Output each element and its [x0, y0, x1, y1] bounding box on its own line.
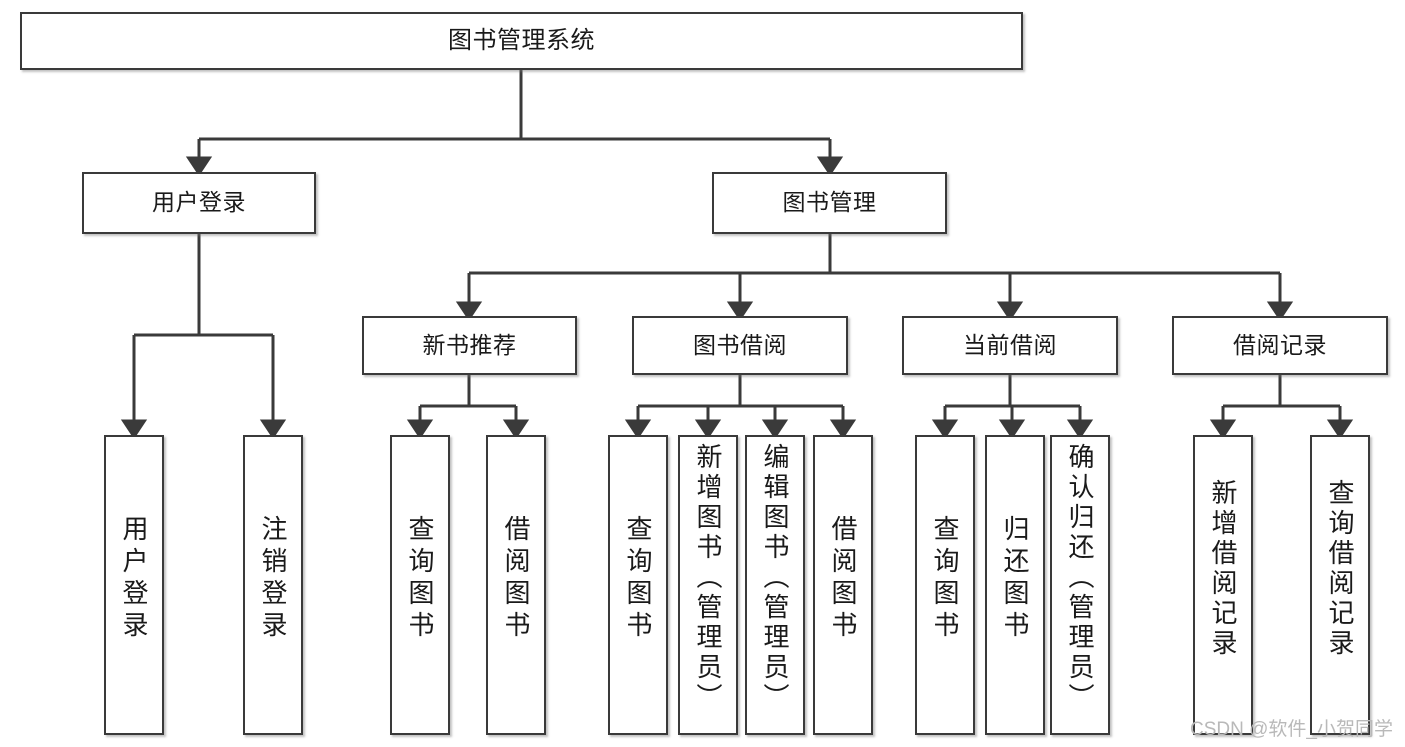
node-label: 借阅记录	[1233, 331, 1327, 358]
node-label: 新增借阅记录	[1208, 479, 1238, 659]
node-label: 查询图书	[623, 515, 653, 643]
node-book-manage[interactable]: 图书管理	[712, 172, 947, 234]
node-label: 借阅图书	[828, 515, 858, 643]
node-label: 用户登录	[119, 515, 149, 643]
node-leaf-edit-book-admin[interactable]: 编辑图书（管理员）	[745, 435, 805, 735]
node-label: 图书借阅	[693, 331, 787, 358]
node-leaf-add-book-admin[interactable]: 新增图书（管理员）	[678, 435, 738, 735]
node-leaf-query-book-borrow[interactable]: 查询图书	[608, 435, 668, 735]
node-label: 注销登录	[258, 515, 288, 643]
node-leaf-user-login[interactable]: 用户登录	[104, 435, 164, 735]
node-label: 查询图书	[405, 515, 435, 643]
node-label: 确认归还（管理员）	[1065, 443, 1095, 713]
node-leaf-confirm-return-admin[interactable]: 确认归还（管理员）	[1050, 435, 1110, 735]
node-label: 新增图书（管理员）	[693, 443, 723, 713]
node-new-book-recommend[interactable]: 新书推荐	[362, 316, 577, 375]
node-label: 查询借阅记录	[1325, 479, 1355, 659]
node-label: 查询图书	[930, 515, 960, 643]
node-leaf-query-book-current[interactable]: 查询图书	[915, 435, 975, 735]
node-leaf-query-book-recommend[interactable]: 查询图书	[390, 435, 450, 735]
node-label: 当前借阅	[963, 331, 1057, 358]
node-book-borrow[interactable]: 图书借阅	[632, 316, 848, 375]
node-label: 图书管理	[782, 189, 877, 216]
node-current-borrow[interactable]: 当前借阅	[902, 316, 1118, 375]
node-label: 编辑图书（管理员）	[760, 443, 790, 713]
node-label: 归还图书	[1000, 515, 1030, 643]
node-leaf-borrow-book-recommend[interactable]: 借阅图书	[486, 435, 546, 735]
node-leaf-return-book[interactable]: 归还图书	[985, 435, 1045, 735]
node-leaf-add-borrow-record[interactable]: 新增借阅记录	[1193, 435, 1253, 735]
node-root-book-management-system[interactable]: 图书管理系统	[20, 12, 1023, 70]
node-leaf-logout-login[interactable]: 注销登录	[243, 435, 303, 735]
node-label: 借阅图书	[501, 515, 531, 643]
node-leaf-query-borrow-record[interactable]: 查询借阅记录	[1310, 435, 1370, 735]
node-label: 图书管理系统	[448, 26, 595, 54]
node-label: 新书推荐	[422, 331, 517, 358]
node-label: 用户登录	[152, 189, 246, 216]
node-user-login[interactable]: 用户登录	[82, 172, 316, 234]
node-borrow-record[interactable]: 借阅记录	[1172, 316, 1388, 375]
node-leaf-borrow-book[interactable]: 借阅图书	[813, 435, 873, 735]
csdn-watermark: CSDN @软件_小贺同学	[1190, 719, 1393, 740]
